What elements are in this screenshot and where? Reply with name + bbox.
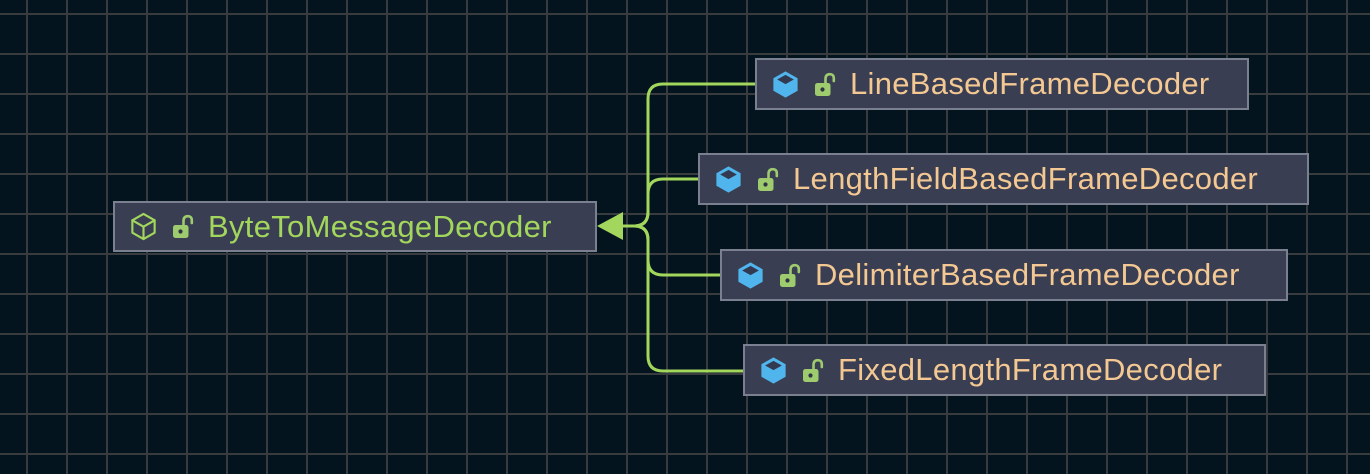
class-node-label: FixedLengthFrameDecoder (838, 352, 1223, 387)
class-cube-icon (713, 164, 744, 195)
inheritance-edge-delimiterbasedframedecoder[interactable] (620, 224, 722, 277)
unlocked-padlock-icon (757, 166, 780, 193)
unlocked-padlock-icon (814, 71, 837, 98)
inheritance-edge-lengthfieldbasedframedecoder[interactable] (620, 177, 700, 228)
class-node-lengthfieldbasedframedecoder[interactable]: LengthFieldBasedFrameDecoder (698, 153, 1309, 205)
class-node-delimiterbasedframedecoder[interactable]: DelimiterBasedFrameDecoder (720, 249, 1288, 301)
class-node-linebasedframedecoder[interactable]: LineBasedFrameDecoder (755, 58, 1249, 110)
class-node-label: LengthFieldBasedFrameDecoder (793, 161, 1259, 196)
class-node-label: LineBasedFrameDecoder (850, 66, 1210, 101)
unlocked-padlock-icon (172, 213, 195, 240)
class-node-label: ByteToMessageDecoder (208, 208, 552, 244)
class-cube-icon (735, 260, 766, 291)
unlocked-padlock-icon (802, 357, 825, 384)
abstract-class-cube-outline-icon (128, 211, 159, 242)
unlocked-padlock-icon (779, 262, 802, 289)
inheritance-arrowhead-icon (597, 212, 623, 240)
class-cube-icon (770, 69, 801, 100)
class-node-fixedlengthframedecoder[interactable]: FixedLengthFrameDecoder (743, 344, 1266, 396)
class-cube-icon (758, 355, 789, 386)
class-node-bytetomessagedecoder[interactable]: ByteToMessageDecoder (113, 201, 597, 252)
inheritance-edge-fixedlengthframedecoder[interactable] (620, 224, 745, 373)
class-node-label: DelimiterBasedFrameDecoder (815, 257, 1240, 292)
